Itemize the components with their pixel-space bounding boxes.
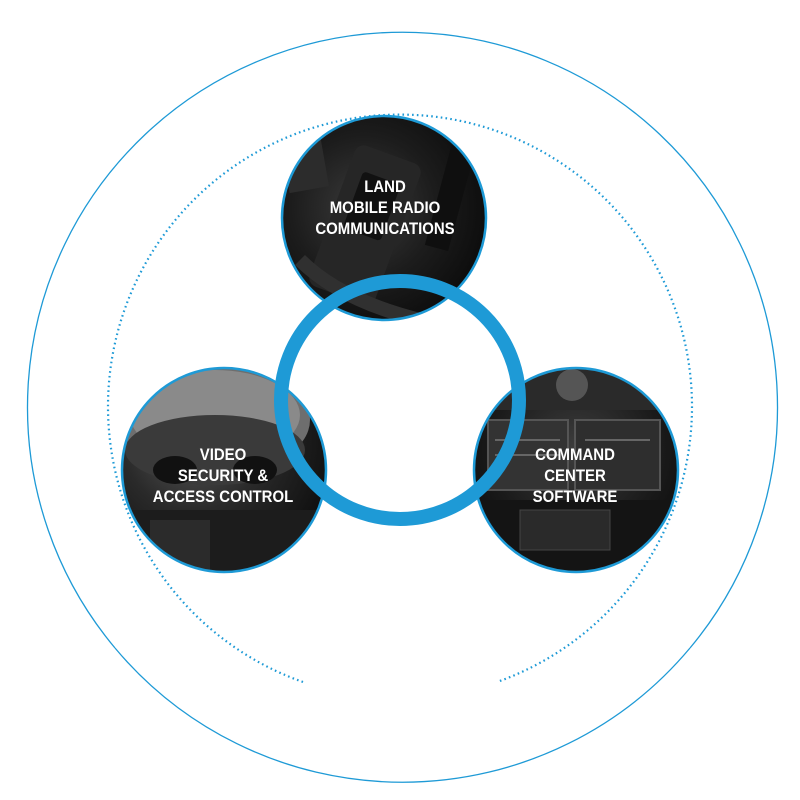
node-label-command-line-3: SOFTWARE [532, 487, 618, 506]
node-label-command-line-2: CENTER [544, 466, 606, 485]
two-way-radio-icon [282, 128, 480, 320]
node-label-radio-line-1: LAND [364, 177, 406, 196]
node-label-radio-line-3: COMMUNICATIONS [315, 219, 455, 238]
node-label-video: VIDEO SECURITY & ACCESS CONTROL [139, 444, 306, 507]
outer-ring-arc [26, 31, 779, 649]
radio-photo-circle [280, 114, 488, 322]
node-label-command-line-1: COMMAND [535, 445, 615, 464]
outer-ring-bottom-arc [114, 647, 691, 783]
node-label-radio: LAND MOBILE RADIO COMMUNICATIONS [301, 176, 468, 239]
dotted-ring [106, 113, 694, 684]
node-label-video-line-3: ACCESS CONTROL [152, 487, 294, 506]
video-photo-circle [120, 366, 328, 574]
center-ring [274, 274, 526, 526]
node-label-video-line-1: VIDEO [199, 445, 247, 464]
node-label-radio-line-2: MOBILE RADIO [329, 198, 441, 217]
node-label-command: COMMAND CENTER SOFTWARE [491, 444, 658, 507]
node-label-video-line-2: SECURITY & [177, 466, 269, 485]
